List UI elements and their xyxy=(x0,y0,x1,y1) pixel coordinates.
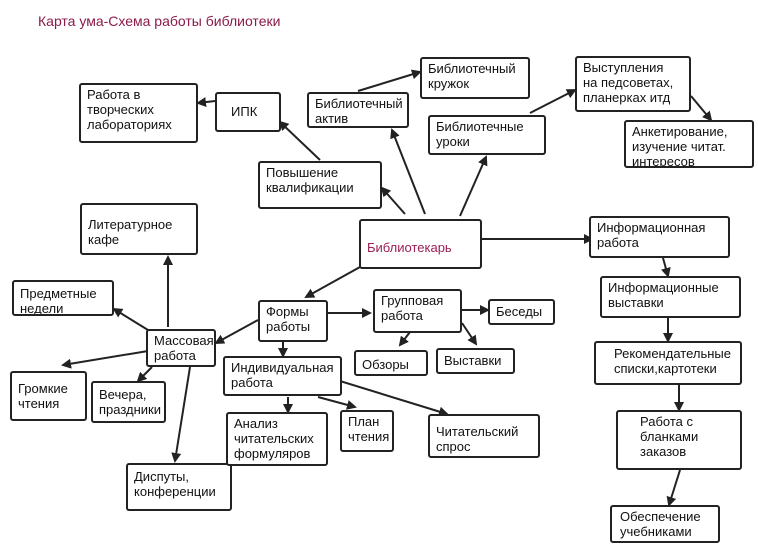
edge-povysh-ipk xyxy=(278,120,321,161)
node-plan-chteniya: План чтения xyxy=(340,410,394,452)
node-disputy-konferencii: Диспуты, конференции xyxy=(126,463,232,511)
node-obzory: Обзоры xyxy=(354,350,428,376)
node-bibliotechnyj-aktiv: Библиотечный актив xyxy=(307,92,409,128)
edge-massovaya-predmet xyxy=(112,307,149,331)
node-informacionnye-vystavki: Информационные выставки xyxy=(600,276,741,318)
edge-individ-spros xyxy=(339,380,449,417)
node-bibliotechnye-uroki: Библиотечные уроки xyxy=(428,115,546,155)
node-vystavki: Выставки xyxy=(436,348,515,374)
edge-center-povysh xyxy=(380,186,406,215)
edge-center-formy xyxy=(304,266,361,298)
node-gruppovaya-rabota: Групповая работа xyxy=(373,289,462,333)
node-analiz-formulyarov: Анализ читательских формуляров xyxy=(226,412,328,466)
edge-gruppovaya-vystavki xyxy=(461,322,478,346)
node-anketirovanie: Анкетирование, изучение читат. интересов xyxy=(624,120,754,168)
edge-center-aktiv xyxy=(390,128,426,215)
edge-uroki-vystupl xyxy=(529,89,577,114)
edge-aktiv-kruzhok xyxy=(357,69,422,92)
node-ipk: ИПК xyxy=(215,92,281,132)
node-bibliotekar: Библиотекарь xyxy=(359,219,482,269)
node-chitatelskij-spros: Читательский спрос xyxy=(428,414,540,458)
node-rabota-v-tvorcheskih: Работа в творческих лабораториях xyxy=(79,83,198,143)
edge-center-uroki xyxy=(459,155,488,217)
node-informacionnaya-rabota: Информационная работа xyxy=(589,216,730,258)
edge-massovaya-disputy xyxy=(171,366,191,463)
node-gromkie-chteniya: Громкие чтения xyxy=(10,371,87,421)
edge-vystupl-anket xyxy=(690,95,713,122)
edge-ipk-tvorch xyxy=(196,97,216,108)
edge-massovaya-gromkie xyxy=(61,350,149,369)
edge-formy-massovaya xyxy=(214,319,259,344)
node-rabota-s-blankami: Работа с бланками заказов xyxy=(616,410,742,470)
node-predmetnye-nedeli: Предметные недели xyxy=(12,280,114,316)
node-povyshenie-kvalifikacii: Повышение квалификации xyxy=(258,161,382,209)
edge-info-infovyst xyxy=(661,257,671,278)
edge-individ-plan xyxy=(317,396,357,410)
node-massovaya-rabota: Массовая работа xyxy=(146,329,216,367)
node-formy-raboty: Формы работы xyxy=(258,300,328,342)
node-obespechenie-uchebnikami: Обеспечение учебниками xyxy=(610,505,720,543)
node-literaturnoe-kafe: Литературное кафе xyxy=(80,203,198,255)
node-bibliotechnyj-kruzhok: Библиотечный кружок xyxy=(420,57,530,99)
node-vechera-prazdniki: Вечера, праздники xyxy=(91,381,166,423)
node-individualnaya-rabota: Индивидуальная работа xyxy=(223,356,342,396)
node-vystupleniya: Выступления на педсоветах, планерках итд xyxy=(575,56,691,112)
diagram-title: Карта ума-Схема работы библиотеки xyxy=(38,13,281,29)
edge-gruppovaya-obzory xyxy=(398,331,411,347)
node-rekomendatelnye-spiski: Рекомендательные списки,картотеки xyxy=(594,341,742,385)
node-besedy: Беседы xyxy=(488,299,555,325)
edge-massovaya-vechera xyxy=(136,366,153,383)
edge-blanki-uchebn xyxy=(666,469,681,507)
